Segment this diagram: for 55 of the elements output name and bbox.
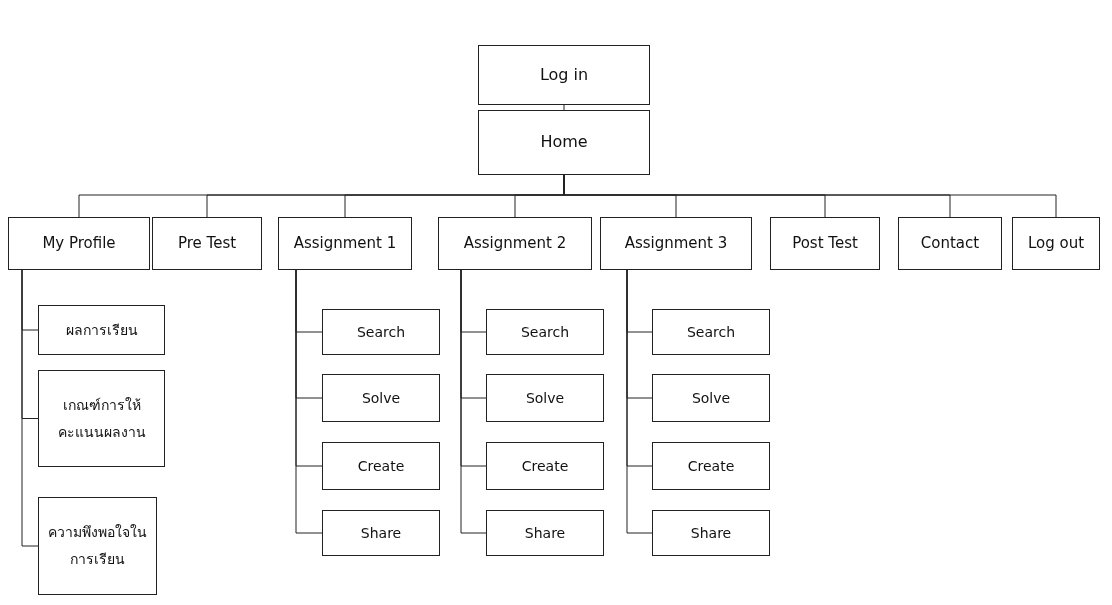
menu-box [478, 45, 650, 105]
menu-box [652, 442, 770, 490]
menu-box [770, 217, 880, 270]
menu-box [478, 110, 650, 175]
menu-box [38, 497, 157, 595]
menu-label: Assignment 1 [293, 233, 397, 255]
menu-label: Log in [539, 63, 589, 86]
menu-label: Share [690, 523, 732, 543]
menu-label: Solve [525, 388, 565, 408]
connector-line [21, 269, 39, 547]
menu-box [486, 374, 604, 422]
menu-label: ผลการเรียน [65, 320, 138, 340]
menu-label: Search [520, 322, 570, 342]
menu-label: Search [356, 322, 406, 342]
menu-box [38, 370, 165, 467]
menu-box [652, 309, 770, 355]
menu-label: My Profile [42, 233, 116, 255]
menu-box [486, 442, 604, 490]
menu-box [322, 510, 440, 556]
menu-label: Assignment 3 [624, 233, 728, 255]
menu-label: เกณฑ์การให้คะแนนผลงาน [56, 395, 147, 442]
menu-label: ความพึงพอใจในการเรียน [47, 523, 148, 569]
menu-box [486, 510, 604, 556]
menu-box [278, 217, 412, 270]
menu-label: Assignment 2 [463, 233, 567, 255]
connector-line [295, 269, 323, 534]
menu-label: Create [687, 456, 735, 476]
menu-label: Create [357, 456, 405, 476]
menu-box [600, 217, 752, 270]
menu-label: Share [524, 523, 566, 543]
menu-label: Pre Test [177, 233, 237, 255]
menu-box [486, 309, 604, 355]
menu-box [898, 217, 1002, 270]
menu-box [322, 374, 440, 422]
menu-box [1012, 217, 1100, 270]
menu-label: Log out [1027, 233, 1085, 255]
connector-line [563, 104, 565, 111]
menu-label: Search [686, 322, 736, 342]
menu-box [152, 217, 262, 270]
menu-label: Solve [361, 388, 401, 408]
menu-label: Contact [920, 233, 980, 255]
menu-box [438, 217, 592, 270]
menu-box [322, 442, 440, 490]
menu-box [322, 309, 440, 355]
menu-box [652, 374, 770, 422]
connector-line [626, 269, 653, 534]
menu-box [8, 217, 150, 270]
connector-line [460, 269, 487, 534]
menu-label: Solve [691, 388, 731, 408]
menu-label: Post Test [792, 233, 858, 255]
menu-label: Create [521, 456, 569, 476]
menu-box [38, 305, 165, 355]
menu-label: Share [360, 523, 402, 543]
menu-label: Home [540, 131, 588, 154]
menu-box [652, 510, 770, 556]
